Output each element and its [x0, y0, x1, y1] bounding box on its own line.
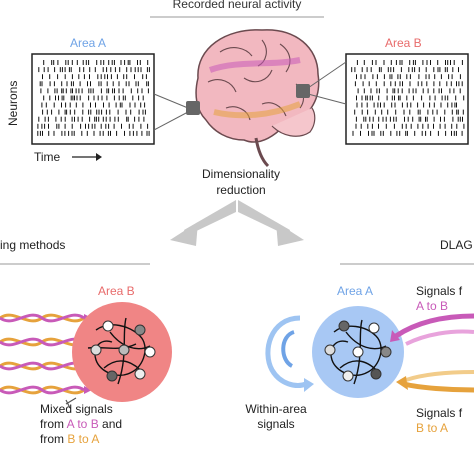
area-a-label-network: Area A — [337, 284, 374, 298]
raster-area-a — [31, 53, 155, 145]
existing-methods-title: ing methods — [0, 238, 66, 252]
within-line-1: Within-area — [245, 402, 307, 416]
time-arrow-icon — [72, 153, 102, 161]
area-b-label-top: Area B — [385, 36, 422, 50]
mixed-and: and — [98, 417, 123, 431]
signals-b-to-a-caption: Signals f B to A — [416, 406, 474, 436]
mixed-signal-strands — [0, 313, 85, 395]
split-arrow-icon — [170, 200, 304, 246]
raster-area-b — [345, 53, 469, 145]
neurons-axis-label: Neurons — [6, 80, 20, 126]
signals-top-direction: A to B — [416, 299, 449, 313]
a-to-b-arrow-icon — [390, 313, 474, 346]
mixed-dir-2: B to A — [67, 432, 100, 446]
area-a-network — [312, 306, 404, 398]
mixed-line-1: Mixed signals — [40, 402, 113, 416]
page-title: Recorded neural activity — [172, 0, 302, 11]
mixed-dir-1: A to B — [66, 417, 99, 431]
within-line-2: signals — [257, 417, 295, 431]
dimensionality-reduction-label: Dimensionality reduction — [201, 167, 281, 197]
b-to-a-arrow-icon — [396, 370, 474, 393]
mixed-from-2: from — [40, 432, 68, 446]
signals-bottom-prefix: Signals f — [416, 406, 463, 420]
within-area-loop-icon — [265, 315, 314, 392]
mixed-from-1: from — [40, 417, 67, 431]
time-axis-label: Time — [34, 150, 61, 164]
brain-icon — [153, 29, 347, 168]
dlag-title: DLAG — [440, 238, 473, 252]
signals-top-prefix: Signals f — [416, 284, 463, 298]
mixed-signals-caption: Mixed signals from A to B and from B to … — [40, 402, 160, 447]
signals-bottom-direction: B to A — [416, 421, 449, 435]
area-a-label-top: Area A — [70, 36, 107, 50]
caption-pointer — [65, 397, 77, 409]
area-b-label-network: Area B — [98, 284, 135, 298]
area-b-network — [72, 302, 172, 402]
signals-a-to-b-caption: Signals f A to B — [416, 284, 474, 314]
within-area-caption: Within-area signals — [244, 402, 308, 432]
